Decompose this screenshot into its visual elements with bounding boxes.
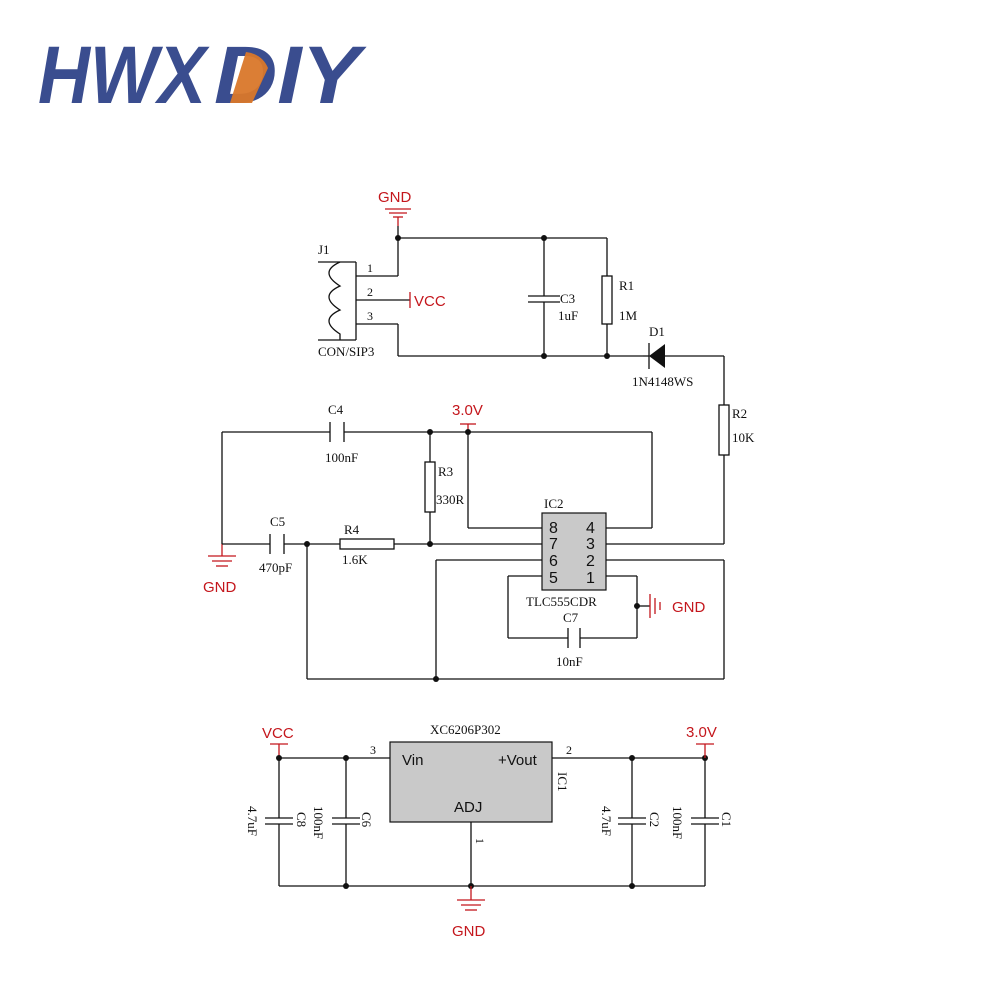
v3-flag-timer: 3.0V <box>452 402 483 432</box>
svg-text:GND: GND <box>452 923 486 940</box>
capacitor-c2: 4.7uF C2 <box>599 758 662 886</box>
svg-text:VCC: VCC <box>262 725 294 742</box>
svg-text:GND: GND <box>672 599 706 616</box>
svg-text:10K: 10K <box>732 430 755 445</box>
svg-text:7: 7 <box>549 536 558 553</box>
svg-text:4.7uF: 4.7uF <box>599 806 614 836</box>
svg-text:100nF: 100nF <box>325 450 358 465</box>
svg-text:R4: R4 <box>344 522 360 537</box>
svg-text:R2: R2 <box>732 406 747 421</box>
svg-text:1.6K: 1.6K <box>342 552 368 567</box>
svg-text:4: 4 <box>586 520 595 537</box>
svg-text:2: 2 <box>566 743 572 757</box>
svg-text:GND: GND <box>203 579 237 596</box>
v3-flag-reg: 3.0V <box>686 724 717 758</box>
capacitor-c5: C5 470pF <box>259 514 292 575</box>
regulator-section: VCC 3 XC6206P302 Vin +Vout ADJ IC1 2 3.0… <box>245 722 734 940</box>
svg-text:+Vout: +Vout <box>498 752 538 769</box>
resistor-r3: R3 330R <box>424 432 465 544</box>
vcc-flag-reg: VCC <box>262 725 294 758</box>
svg-text:C1: C1 <box>719 812 734 827</box>
svg-text:1M: 1M <box>619 308 638 323</box>
svg-text:1N4148WS: 1N4148WS <box>632 374 693 389</box>
input-section: GND J1 1 2 3 CON/SIP3 VCC <box>318 189 755 544</box>
svg-text:C8: C8 <box>294 812 309 827</box>
svg-text:C7: C7 <box>563 610 579 625</box>
svg-text:R3: R3 <box>438 464 453 479</box>
brand-logo: HWX DIY <box>38 30 367 121</box>
svg-text:1: 1 <box>473 838 487 844</box>
svg-text:R1: R1 <box>619 278 634 293</box>
logo-accent-swoosh <box>230 52 268 103</box>
logo-text-hwx: HWX <box>38 30 210 121</box>
svg-text:8: 8 <box>549 520 558 537</box>
logo-text-diy: DIY <box>214 30 367 121</box>
gnd-symbol-bottom: GND <box>452 886 486 940</box>
svg-text:470pF: 470pF <box>259 560 292 575</box>
gnd-symbol-right: GND <box>649 594 706 618</box>
svg-text:GND: GND <box>378 189 412 206</box>
diode-d1: D1 1N4148WS <box>632 324 724 389</box>
svg-text:100nF: 100nF <box>670 806 685 839</box>
svg-text:XC6206P302: XC6206P302 <box>430 722 501 737</box>
svg-text:10nF: 10nF <box>556 654 583 669</box>
gnd-symbol-left: GND <box>203 544 237 596</box>
svg-text:IC2: IC2 <box>544 496 564 511</box>
timer-section: 3.0V C4 100nF GND C5 470p <box>203 402 725 682</box>
svg-text:2: 2 <box>586 553 595 570</box>
capacitor-c3: C3 1uF <box>528 238 578 356</box>
vcc-flag-j1: VCC <box>409 292 446 310</box>
capacitor-c1: 100nF C1 <box>670 758 734 886</box>
svg-text:Vin: Vin <box>402 752 423 769</box>
svg-text:2: 2 <box>367 285 373 299</box>
capacitor-c7: C7 10nF <box>556 610 583 669</box>
svg-text:VCC: VCC <box>414 293 446 310</box>
svg-text:3.0V: 3.0V <box>452 402 483 419</box>
svg-text:C5: C5 <box>270 514 285 529</box>
svg-text:330R: 330R <box>436 492 465 507</box>
svg-text:3: 3 <box>370 743 376 757</box>
svg-text:1uF: 1uF <box>558 308 578 323</box>
svg-text:CON/SIP3: CON/SIP3 <box>318 344 374 359</box>
svg-text:J1: J1 <box>318 242 330 257</box>
gnd-symbol-top: GND <box>378 189 412 226</box>
ic1-xc6206: XC6206P302 Vin +Vout ADJ IC1 <box>389 722 570 823</box>
svg-text:3: 3 <box>586 536 595 553</box>
capacitor-c6: 100nF C6 <box>311 758 374 886</box>
svg-text:C4: C4 <box>328 402 344 417</box>
capacitor-c8: 4.7uF C8 <box>245 758 309 886</box>
svg-text:1: 1 <box>367 261 373 275</box>
resistor-r4: R4 1.6K <box>339 522 395 567</box>
capacitor-c4: C4 100nF <box>325 402 358 465</box>
svg-text:5: 5 <box>549 570 558 587</box>
ic2-tlc555: IC2 8 7 6 5 4 3 2 1 TLC555CDR <box>526 496 607 609</box>
svg-text:6: 6 <box>549 553 558 570</box>
svg-text:4.7uF: 4.7uF <box>245 806 260 836</box>
svg-text:IC1: IC1 <box>555 772 570 792</box>
connector-j1: J1 1 2 3 CON/SIP3 <box>318 242 374 359</box>
svg-text:D1: D1 <box>649 324 665 339</box>
svg-text:TLC555CDR: TLC555CDR <box>526 594 597 609</box>
svg-text:C6: C6 <box>359 812 374 828</box>
svg-text:1: 1 <box>586 570 595 587</box>
svg-text:3: 3 <box>367 309 373 323</box>
svg-text:100nF: 100nF <box>311 806 326 839</box>
resistor-r1: R1 1M <box>601 238 638 356</box>
svg-text:3.0V: 3.0V <box>686 724 717 741</box>
resistor-r2: R2 10K <box>718 356 755 544</box>
svg-text:C3: C3 <box>560 291 575 306</box>
svg-text:C2: C2 <box>647 812 662 827</box>
svg-text:ADJ: ADJ <box>454 799 482 816</box>
